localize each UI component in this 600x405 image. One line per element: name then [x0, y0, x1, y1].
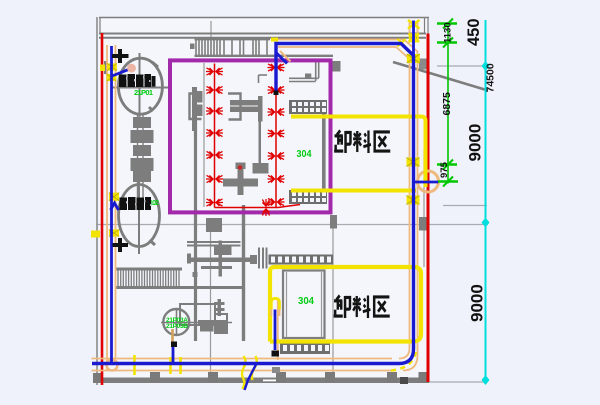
svg-text:304: 304 [297, 149, 312, 160]
svg-text:975: 975 [439, 161, 450, 178]
svg-text:9000: 9000 [466, 124, 485, 162]
svg-text:1130: 1130 [443, 22, 454, 43]
svg-text:450: 450 [465, 18, 483, 46]
svg-text:6875: 6875 [441, 92, 453, 116]
svg-text:21P03B: 21P03B [166, 323, 188, 330]
svg-text:9000: 9000 [468, 284, 487, 322]
svg-text:2102: 2102 [146, 200, 159, 207]
svg-text:304: 304 [298, 296, 314, 307]
svg-text:74500: 74500 [485, 63, 497, 92]
svg-text:21P01: 21P01 [134, 88, 153, 97]
svg-text:21P03A: 21P03A [166, 317, 188, 324]
